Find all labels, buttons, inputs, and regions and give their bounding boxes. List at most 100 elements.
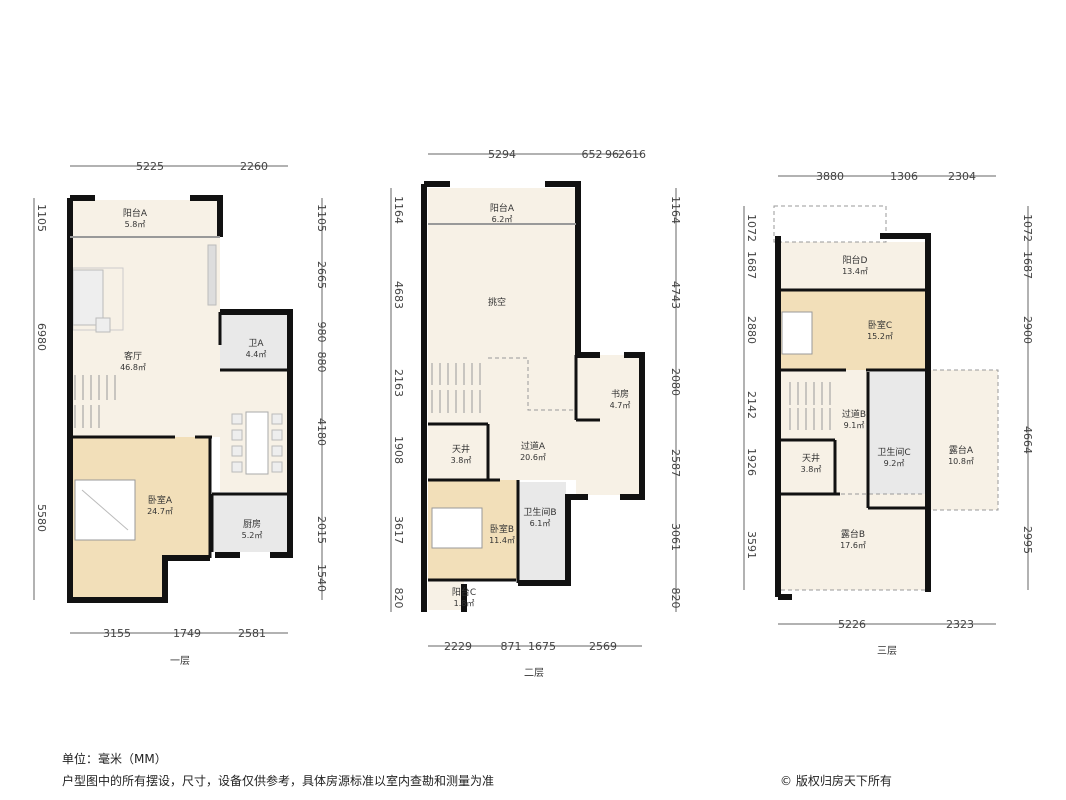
floor-3-dimensions: 3880 1306 2304 5226 2323 1072 1687 2880 … [745,170,1034,631]
dimension-label: 2587 [669,449,682,477]
dimension-label: 5225 [136,160,164,173]
room-name: 露台B [841,528,865,540]
dimension-label: 871 [501,640,522,653]
room-name: 卫生间B [523,506,556,518]
dimension-label: 980 [315,322,328,343]
floor-1-room-labels: 阳台A 5.8㎡ 客厅 46.8㎡ 卫A 4.4㎡ 卧室A 24.7㎡ 厨房 5… [120,207,266,540]
room-area: 9.2㎡ [884,459,905,468]
room-area: 13.4㎡ [842,267,868,276]
dimension-label: 5294 [488,148,516,161]
dimension-label: 1687 [745,251,758,279]
room-name: 客厅 [124,350,142,362]
floor-label: 二层 [524,667,544,679]
room-name: 卧室C [868,319,892,331]
dimension-label: 2995 [1021,526,1034,554]
dimension-label: 4180 [315,418,328,446]
floor-2-plan: 阳台A 6.2㎡ 挑空 书房 4.7㎡ 天井 3.8㎡ 过道A 20.6㎡ 卧室… [390,148,682,679]
room-area: 1.8㎡ [454,599,475,608]
floor-label: 一层 [170,655,190,667]
room-area: 6.2㎡ [492,215,513,224]
dimension-label: 1164 [392,196,405,224]
room-name: 过道B [842,408,866,420]
room-name: 卧室B [490,523,514,535]
room-name: 阳台C [452,586,476,598]
dimension-label: 5580 [35,504,48,532]
dimension-label: 1749 [173,627,201,640]
unit-note: 单位：毫米（MM） [62,752,167,766]
dimension-label: 820 [392,588,405,609]
room-name: 阳台A [123,207,148,219]
dimension-label: 1164 [669,196,682,224]
dimension-label: 1926 [745,448,758,476]
room-area: 5.8㎡ [125,220,146,229]
dimension-label: 2581 [238,627,266,640]
room-area: 10.8㎡ [948,457,974,466]
dimension-label: 880 [315,352,328,373]
dimension-label: 2900 [1021,316,1034,344]
dimension-label: 1072 [1021,214,1034,242]
room-area: 11.4㎡ [489,536,515,545]
dimension-label: 3880 [816,170,844,183]
floor-label: 三层 [877,645,897,657]
room-name: 卫A [248,339,264,349]
room-name: 卧室A [148,494,173,506]
floor-3-plan: 阳台D 13.4㎡ 卧室C 15.2㎡ 过道B 9.1㎡ 天井 3.8㎡ 卫生间… [743,170,1034,657]
room-area: 9.1㎡ [844,421,865,430]
room-area: 20.6㎡ [520,453,546,462]
dimension-label: 2142 [745,391,758,419]
dimension-label: 6980 [35,323,48,351]
room-name: 书房 [611,388,629,400]
disclaimer: 户型图中的所有摆设，尺寸，设备仅供参考，具体房源标准以室内查勘和测量为准 [62,774,495,788]
dimension-label: 2015 [315,516,328,544]
floor-2-dimensions: 5294 652 96 2616 2229 871 1675 2569 1164… [392,148,682,653]
room-area: 5.2㎡ [242,531,263,540]
copyright: © 版权归房天下所有 [780,774,892,788]
room-area: 4.4㎡ [246,350,267,359]
floor-1-dimensions: 5225 2260 3155 1749 2581 1105 6980 5580 … [35,160,328,640]
dimension-label: 3591 [745,531,758,559]
room-area: 6.1㎡ [530,519,551,528]
room-name: 阳台D [843,254,868,266]
dimension-label: 2323 [946,618,974,631]
dimension-label: 2880 [745,316,758,344]
dimension-label: 1908 [392,436,405,464]
dimension-label: 652 [582,148,603,161]
dimension-label: 2569 [589,640,617,653]
dimension-label: 2163 [392,369,405,397]
dimension-label: 2616 [618,148,646,161]
floor-1-plan: 阳台A 5.8㎡ 客厅 46.8㎡ 卫A 4.4㎡ 卧室A 24.7㎡ 厨房 5… [33,160,328,667]
room-name: 露台A [949,444,974,456]
dimension-label: 3617 [392,516,405,544]
room-name: 厨房 [243,518,261,530]
dimension-label: 1306 [890,170,918,183]
dimension-label: 2304 [948,170,976,183]
room-area: 17.6㎡ [840,541,866,550]
dimension-label: 2665 [315,261,328,289]
room-name: 过道A [521,440,546,452]
room-name: 挑空 [488,296,506,308]
room-area: 3.8㎡ [801,465,822,474]
room-area: 24.7㎡ [147,507,173,516]
dimension-label: 3061 [669,523,682,551]
dimension-label: 5226 [838,618,866,631]
room-name: 天井 [802,452,820,464]
floor-3-room-labels: 阳台D 13.4㎡ 卧室C 15.2㎡ 过道B 9.1㎡ 天井 3.8㎡ 卫生间… [801,254,974,550]
dimension-label: 1105 [315,204,328,232]
dimension-label: 4664 [1021,426,1034,454]
dimension-label: 4683 [392,281,405,309]
room-area: 46.8㎡ [120,363,146,372]
dimension-label: 4743 [669,281,682,309]
room-name: 天井 [452,443,470,455]
dimension-label: 2260 [240,160,268,173]
dimension-label: 96 [605,148,619,161]
dimension-label: 1687 [1021,251,1034,279]
floor-2-room-labels: 阳台A 6.2㎡ 挑空 书房 4.7㎡ 天井 3.8㎡ 过道A 20.6㎡ 卧室… [451,202,631,608]
dimension-label: 1675 [528,640,556,653]
room-name: 卫生间C [877,446,910,458]
room-area: 4.7㎡ [610,401,631,410]
room-name: 阳台A [490,202,515,214]
room-area: 15.2㎡ [867,332,893,341]
dimension-label: 2080 [669,368,682,396]
dimension-label: 1540 [315,564,328,592]
